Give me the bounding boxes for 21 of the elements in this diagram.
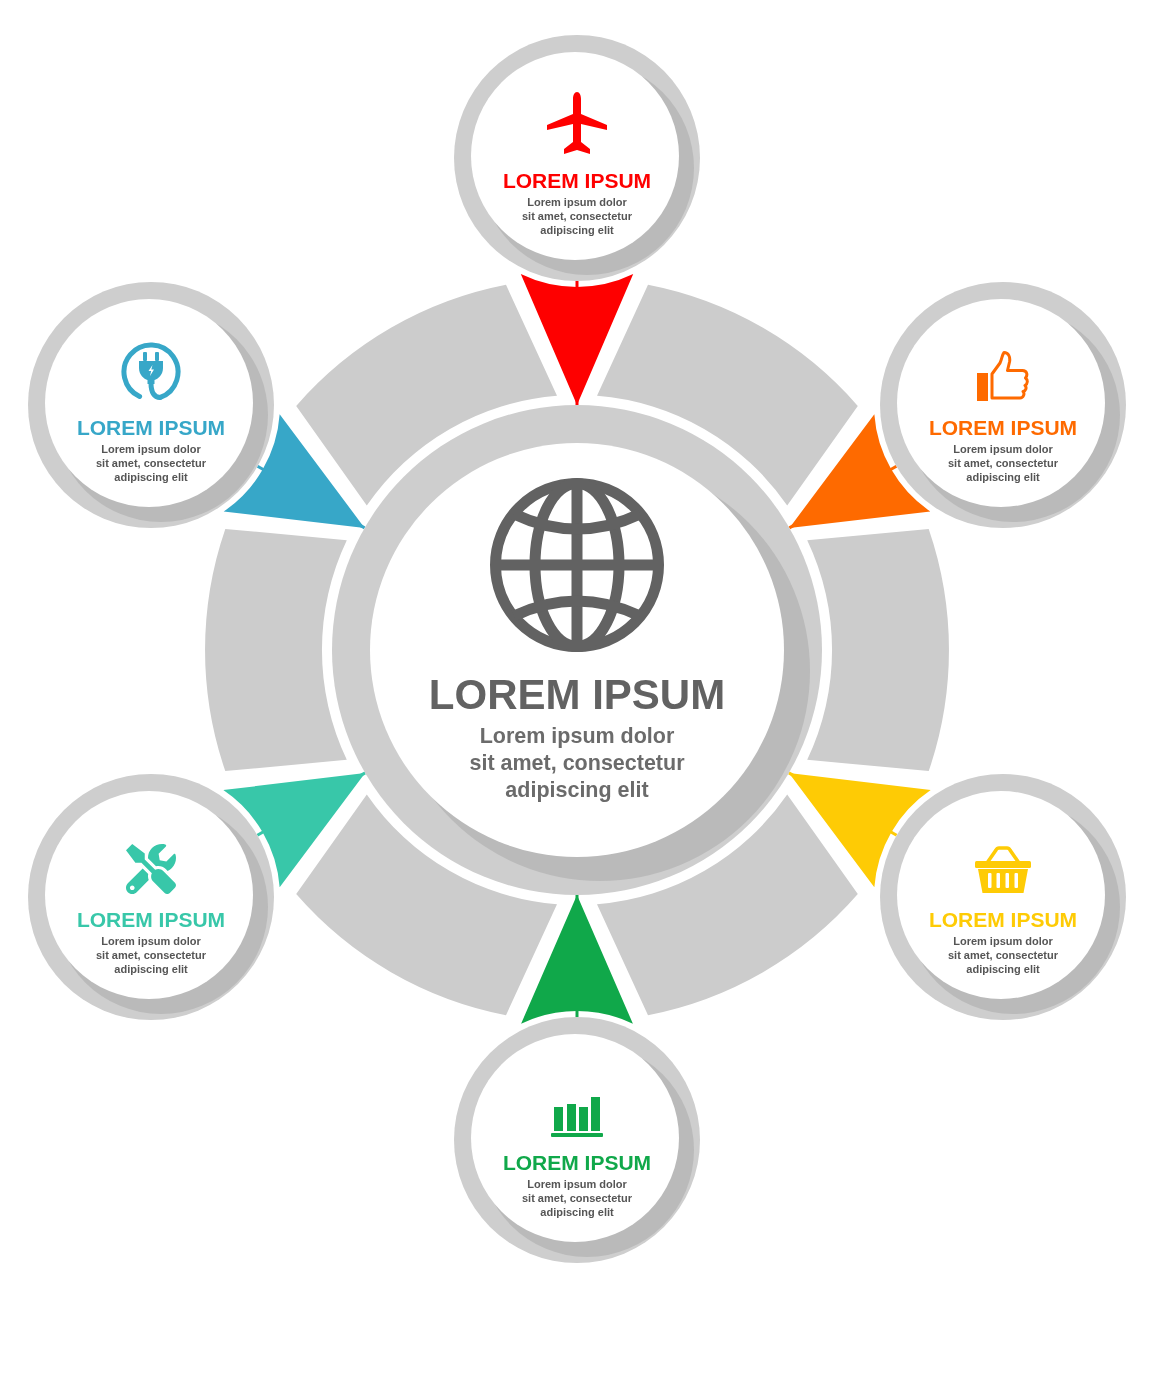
info-circle (454, 1017, 700, 1263)
circle-description: Lorem ipsum dolor sit amet, consectetur adipiscing elit (520, 195, 633, 237)
info-circle (454, 35, 700, 281)
circle-description: Lorem ipsum dolor sit amet, consectetur adipiscing elit (94, 442, 207, 484)
circle-heading: LOREM IPSUM (76, 908, 226, 932)
circle-description: Lorem ipsum dolor sit amet, consectetur adipiscing elit (946, 442, 1059, 484)
hub-heading: LOREM IPSUM (428, 671, 726, 719)
circle-heading: LOREM IPSUM (502, 1151, 652, 1175)
circle-description: Lorem ipsum dolor sit amet, consectetur adipiscing elit (94, 934, 207, 976)
circle-heading: LOREM IPSUM (502, 169, 652, 193)
hub-description: Lorem ipsum dolor sit amet, consectetur adipiscing elit (468, 723, 686, 804)
info-circle (880, 282, 1126, 528)
circle-heading: LOREM IPSUM (928, 416, 1078, 440)
circle-description: Lorem ipsum dolor sit amet, consectetur adipiscing elit (946, 934, 1059, 976)
info-circle (28, 774, 274, 1020)
info-circle (880, 774, 1126, 1020)
info-circle (28, 282, 274, 528)
circle-heading: LOREM IPSUM (928, 908, 1078, 932)
circle-description: Lorem ipsum dolor sit amet, consectetur adipiscing elit (520, 1177, 633, 1219)
circle-heading: LOREM IPSUM (76, 416, 226, 440)
hub-circle (332, 405, 822, 895)
